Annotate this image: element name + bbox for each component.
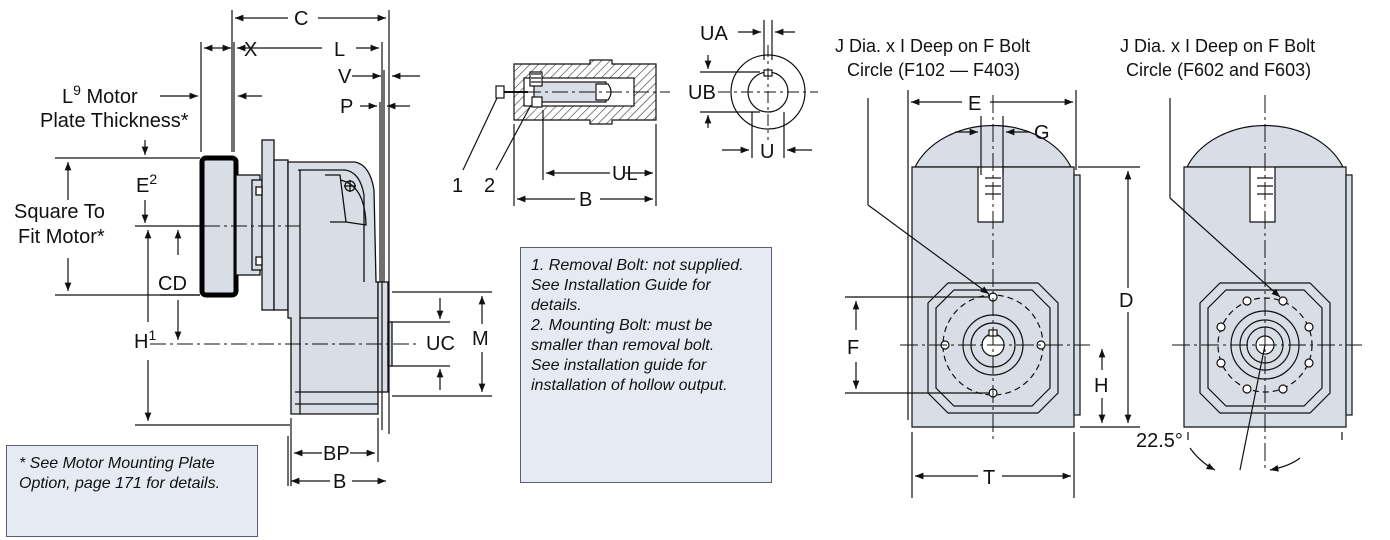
dim-h1: H1 [134, 327, 156, 353]
motor-plate-note: * See Motor Mounting Plate Option, page … [6, 445, 258, 537]
dimension-labels: C X L V P L9 Motor Plate Thickness* E2 S… [14, 8, 1315, 493]
dim-ub: UB [688, 82, 716, 104]
dim-p: P [340, 96, 353, 118]
bolt-circle-label-b-line1: J Dia. x I Deep on F Bolt [1120, 36, 1315, 56]
dim-bp: BP [323, 443, 350, 465]
square-label-line2: Fit Motor* [18, 226, 105, 248]
dim-e: E [968, 93, 981, 115]
bolt-circle-label-a-line2: Circle (F102 — F403) [847, 60, 1020, 80]
dim-ua: UA [700, 23, 728, 45]
input-flange [261, 139, 275, 311]
hollow-shaft-section [495, 59, 670, 125]
dim-e2: E2 [136, 171, 157, 197]
keyway-view [700, 20, 818, 158]
motor-plate-label-line2: Plate Thickness* [40, 110, 189, 132]
front-view-a [900, 95, 1090, 440]
note-line-mounting-bolt: 2. Mounting Bolt: must be smaller than r… [531, 317, 715, 354]
note-line-installation: See installation guide for installation … [531, 357, 728, 394]
bolt-circle-label-a-line1: J Dia. x I Deep on F Bolt [835, 36, 1030, 56]
square-label-line1: Square To [14, 201, 105, 223]
hollow-shaft-dimensions [462, 97, 657, 206]
callout-2: 2 [484, 175, 495, 197]
dim-f: F [847, 337, 859, 359]
dim-u: U [760, 141, 774, 163]
removal-bolt-note: 1. Removal Bolt: not supplied. See Insta… [520, 247, 772, 483]
gear-housing [287, 161, 379, 415]
dim-b-side: B [333, 471, 346, 493]
front-view-b [1172, 95, 1362, 470]
dim-uc: UC [426, 333, 455, 355]
dim-c: C [294, 8, 308, 30]
side-view [150, 139, 420, 415]
front-view-a-dimensions [845, 90, 1140, 498]
dim-l: L [334, 39, 345, 61]
bolt-circle-label-b-line2: Circle (F602 and F603) [1126, 60, 1311, 80]
output-hub [377, 281, 389, 393]
note-line-motor-plate: * See Motor Mounting Plate Option, page … [19, 455, 221, 492]
dim-v: V [338, 66, 352, 88]
dim-angle: 22.5° [1136, 430, 1183, 452]
dim-g: G [1034, 122, 1050, 144]
dim-ul: UL [612, 163, 638, 185]
note-line-removal-bolt: 1. Removal Bolt: not supplied. See Insta… [531, 257, 744, 314]
dim-b-section: B [579, 189, 592, 211]
dim-t: T [983, 467, 995, 489]
dim-d: D [1119, 290, 1133, 312]
dim-x: X [244, 39, 257, 61]
dim-cd: CD [158, 273, 187, 295]
motor-plate-label-line1: L9 Motor [62, 82, 138, 108]
front-view-b-dimensions [1169, 98, 1343, 472]
callout-1: 1 [452, 175, 463, 197]
dim-m: M [472, 328, 489, 350]
side-view-dimensions [55, 10, 492, 486]
dim-h: H [1094, 375, 1108, 397]
